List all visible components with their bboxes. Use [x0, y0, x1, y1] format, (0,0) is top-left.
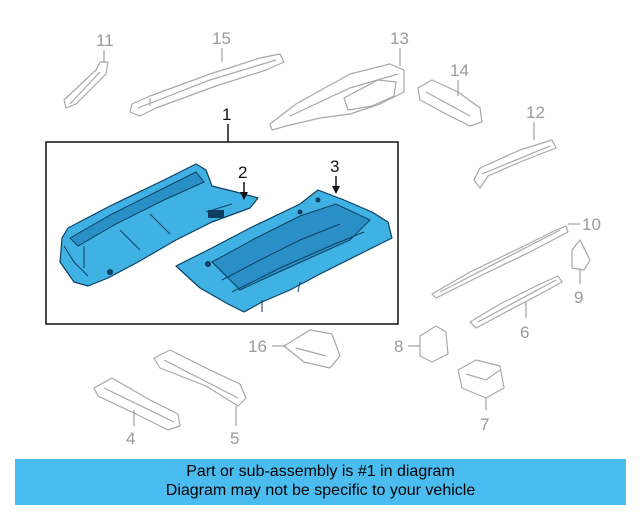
callout-15: 15 [212, 29, 231, 48]
info-banner: Part or sub-assembly is #1 in diagram Di… [15, 459, 626, 505]
callout-7: 7 [480, 415, 489, 434]
banner-line-2: Diagram may not be specific to your vehi… [165, 482, 476, 499]
part-10-rail[interactable] [431, 225, 569, 299]
part-3-floor-pan-right[interactable] [175, 189, 393, 313]
pan-hole [107, 269, 113, 275]
part-16-bracket[interactable] [283, 329, 341, 369]
callout-9: 9 [574, 288, 583, 307]
callout-16: 16 [248, 337, 267, 356]
part-13-crossmember[interactable] [269, 63, 405, 131]
banner-line-1: Part or sub-assembly is #1 in diagram [186, 463, 455, 480]
callout-10: 10 [582, 215, 601, 234]
part-12-crossmember[interactable] [473, 139, 557, 189]
callout-1: 1 [222, 105, 231, 124]
callout-6: 6 [520, 323, 529, 342]
callout-8: 8 [394, 337, 403, 356]
assembly-1-box [45, 141, 399, 325]
pan-hole [205, 261, 211, 267]
part-9-bracket[interactable] [571, 239, 591, 271]
callout-2: 2 [238, 163, 247, 182]
callout-4: 4 [126, 429, 135, 448]
part-5-crossmember[interactable] [153, 349, 247, 407]
callout-3: 3 [330, 157, 339, 176]
arrow-3 [332, 186, 340, 194]
part-4-crossmember[interactable] [93, 377, 181, 431]
callout-13: 13 [390, 29, 409, 48]
part-8-gusset[interactable] [419, 325, 449, 363]
arrow-2 [240, 192, 248, 200]
pan-hole [297, 209, 303, 215]
part-2-floor-pan-left[interactable] [59, 163, 259, 287]
part-6-rail[interactable] [469, 275, 563, 329]
callout-11: 11 [96, 31, 114, 50]
part-7-bracket[interactable] [457, 359, 505, 399]
callout-12: 12 [526, 103, 545, 122]
callout-5: 5 [230, 429, 239, 448]
callout-14: 14 [450, 61, 469, 80]
part-14-bracket[interactable] [417, 79, 483, 127]
part-11-bracket[interactable] [63, 61, 109, 109]
pan-hole [315, 197, 321, 203]
pan-opening [208, 210, 224, 218]
part-15-rail[interactable] [129, 53, 285, 117]
